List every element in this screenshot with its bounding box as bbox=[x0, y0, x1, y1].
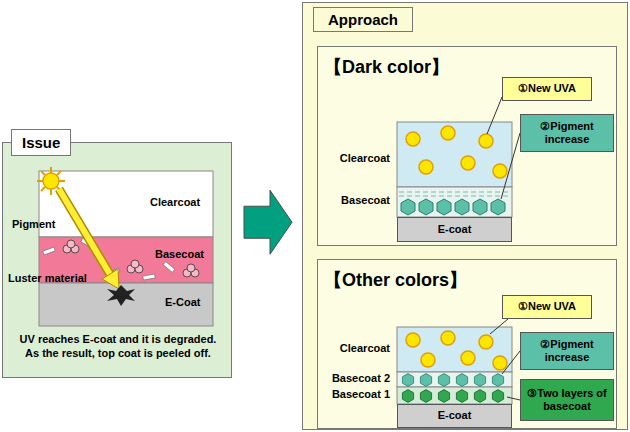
pigment-particles bbox=[401, 199, 505, 215]
box-label: E-coat bbox=[438, 223, 472, 236]
box-label: E-coat bbox=[438, 409, 472, 422]
callout-box: ②Pigment increase bbox=[520, 332, 614, 370]
clearcoat-layer bbox=[397, 327, 512, 372]
ecoat-layer bbox=[39, 283, 213, 326]
pigment-particle bbox=[183, 264, 199, 277]
basecoat1-layer bbox=[397, 387, 512, 404]
uva-particles bbox=[406, 126, 507, 178]
clearcoat-layer bbox=[397, 122, 512, 187]
layer-label: Clearcoat bbox=[320, 342, 390, 355]
layer-label: Basecoat 2 bbox=[320, 372, 390, 385]
layer-label: Luster material bbox=[8, 272, 87, 285]
layer-label: Clearcoat bbox=[150, 196, 200, 209]
layer-label: Basecoat bbox=[320, 194, 390, 207]
panel-heading: 【Dark color】 bbox=[324, 55, 449, 79]
dark-color-panel: ①New UVA ②Pigment increaseE-coat 【Dark col… bbox=[317, 46, 617, 246]
damage-burst bbox=[107, 285, 135, 306]
box-label: ①New UVA bbox=[518, 300, 576, 313]
pigment-particles bbox=[402, 374, 503, 403]
leader-line bbox=[487, 97, 520, 199]
panel-heading: 【Other colors】 bbox=[324, 268, 467, 292]
basecoat-dashes bbox=[399, 192, 510, 196]
leader-line bbox=[490, 319, 520, 400]
layer-label: Clearcoat bbox=[320, 152, 390, 165]
layer-label: Basecoat 1 bbox=[320, 388, 390, 401]
callout-box: ①New UVA bbox=[502, 295, 592, 319]
callout-box: ③Two layers of basecoat bbox=[520, 379, 614, 421]
pigment-particle bbox=[127, 260, 143, 273]
block-arrow bbox=[244, 190, 292, 254]
basecoat2-layer bbox=[397, 372, 512, 387]
uva-particles bbox=[406, 331, 507, 370]
pigment-particle bbox=[63, 240, 79, 253]
ecoat-layer-box: E-coat bbox=[397, 217, 512, 242]
ecoat-layer-box: E-coat bbox=[397, 404, 512, 428]
panel-heading: Approach bbox=[313, 7, 413, 32]
box-label: ③Two layers of basecoat bbox=[523, 387, 611, 413]
box-label: ②Pigment increase bbox=[523, 338, 611, 364]
basecoat-layer bbox=[397, 187, 512, 217]
layer-label: Pigment bbox=[12, 218, 55, 231]
box-label: ②Pigment increase bbox=[523, 120, 611, 146]
approach-panel: ①New UVA②Pigment increaseE-coat【Dark col… bbox=[302, 2, 628, 430]
callout-box: ②Pigment increase bbox=[520, 114, 614, 152]
panel-heading: Issue bbox=[11, 129, 71, 156]
panel-note: UV reaches E-coat and it is degraded. As… bbox=[13, 333, 223, 361]
layer-label: Basecoat bbox=[155, 248, 204, 261]
layer-label: E-Coat bbox=[165, 296, 200, 309]
box-label: ①New UVA bbox=[518, 82, 576, 95]
callout-box: ①New UVA bbox=[502, 77, 592, 101]
